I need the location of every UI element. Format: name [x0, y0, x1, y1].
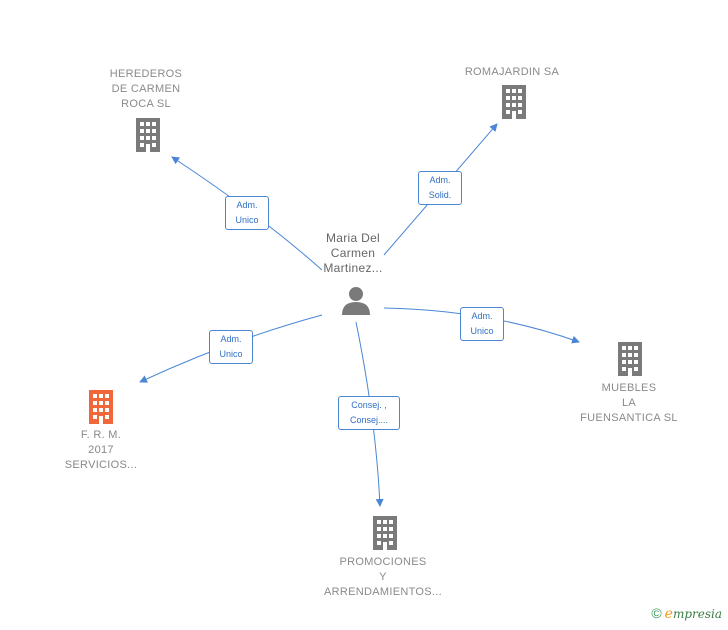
edge-label-herederos[interactable]: Adm. Unico [225, 196, 269, 230]
edge-label-promociones[interactable]: Consej. , Consej.... [338, 396, 400, 430]
edge-label-frm[interactable]: Adm. Unico [209, 330, 253, 364]
building-icon[interactable] [615, 342, 645, 376]
building-icon[interactable] [499, 85, 529, 119]
building-icon[interactable] [133, 118, 163, 152]
building-icon[interactable] [370, 516, 400, 550]
brand-logo-text: mpresia [672, 607, 722, 621]
node-label-herederos[interactable]: HEREDEROS DE CARMEN ROCA SL [109, 68, 183, 110]
building-icon[interactable] [86, 390, 116, 424]
copyright-symbol: © [651, 605, 662, 621]
edge-label-muebles[interactable]: Adm. Unico [460, 307, 504, 341]
node-label-romajardin[interactable]: ROMAJARDIN SA [464, 66, 560, 78]
node-label-center[interactable]: Maria Del Carmen Martinez... [323, 231, 383, 275]
edge-label-romajardin[interactable]: Adm. Solid. [418, 171, 462, 205]
node-label-promociones[interactable]: PROMOCIONES Y ARRENDAMIENTOS... [324, 556, 442, 598]
node-label-frm[interactable]: F. R. M. 2017 SERVICIOS... [64, 429, 138, 471]
node-label-muebles[interactable]: MUEBLES LA FUENSANTICA SL [580, 382, 678, 424]
brand-logo-initial: e [664, 606, 673, 622]
brand-footer: ©empresia [651, 605, 722, 622]
person-icon[interactable] [341, 285, 371, 315]
